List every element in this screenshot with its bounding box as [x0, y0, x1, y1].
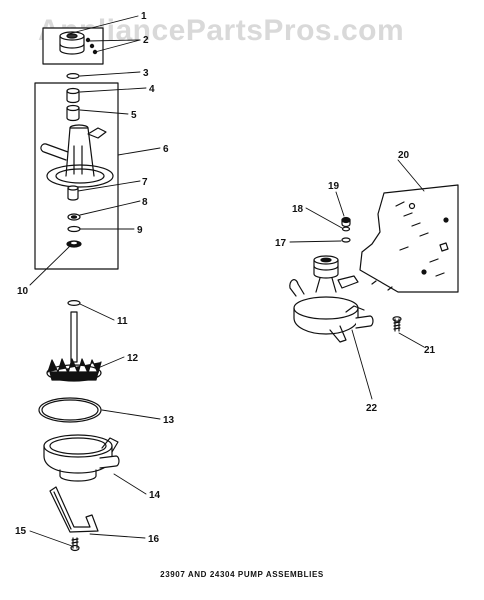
part-19-nut [341, 216, 351, 228]
callout-17: 17 [275, 238, 287, 249]
callout-14: 14 [149, 490, 161, 501]
callout-5: 5 [131, 110, 137, 121]
part-6-pump-housing-cover [40, 124, 114, 188]
callout-19: 19 [328, 181, 340, 192]
part-17-washer [341, 237, 351, 243]
leader-lines-right [289, 159, 425, 400]
part-14-pump-body [43, 434, 120, 482]
part-15-screw [70, 537, 80, 552]
callout-10: 10 [17, 286, 29, 297]
part-22-pump-assembly [289, 255, 374, 343]
callout-15: 15 [15, 526, 27, 537]
part-13-o-ring [38, 397, 102, 423]
callout-numbers: 1 2 3 4 5 6 7 8 9 10 11 12 13 14 15 16 1… [15, 11, 436, 545]
part-12-impeller [46, 311, 102, 382]
leader-lines-left [29, 15, 161, 547]
callout-9: 9 [137, 225, 143, 236]
callout-4: 4 [149, 84, 155, 95]
part-10-seal [66, 240, 82, 248]
callout-8: 8 [142, 197, 148, 208]
part-18-lockwasher [341, 226, 351, 232]
part-20-mounting-plate [359, 184, 459, 293]
callout-3: 3 [143, 68, 149, 79]
callout-11: 11 [117, 316, 128, 327]
part-8-washer [67, 213, 81, 221]
callout-21: 21 [424, 345, 436, 356]
callout-16: 16 [148, 534, 160, 545]
callout-7: 7 [142, 177, 148, 188]
part-1-drive-pulley-group [42, 27, 104, 65]
part-21-screw [392, 316, 402, 332]
callout-18: 18 [292, 204, 304, 215]
callout-12: 12 [127, 353, 139, 364]
callout-20: 20 [398, 150, 410, 161]
callout-6: 6 [163, 144, 169, 155]
part-11-washer [67, 300, 81, 307]
diagram-caption: 23907 AND 24304 PUMP ASSEMBLIES [160, 570, 324, 579]
callout-13: 13 [163, 415, 175, 426]
part-4-bushing [66, 87, 80, 104]
part-5-sleeve [66, 104, 80, 122]
callout-1: 1 [141, 11, 147, 22]
callout-2: 2 [143, 35, 149, 46]
part-7-spacer [67, 185, 79, 201]
part-9-washer [67, 225, 81, 233]
part-3-washer [66, 72, 80, 79]
callout-22: 22 [366, 403, 378, 414]
part-16-bracket [49, 486, 99, 533]
part-6-agitator-drive-box [34, 82, 119, 270]
